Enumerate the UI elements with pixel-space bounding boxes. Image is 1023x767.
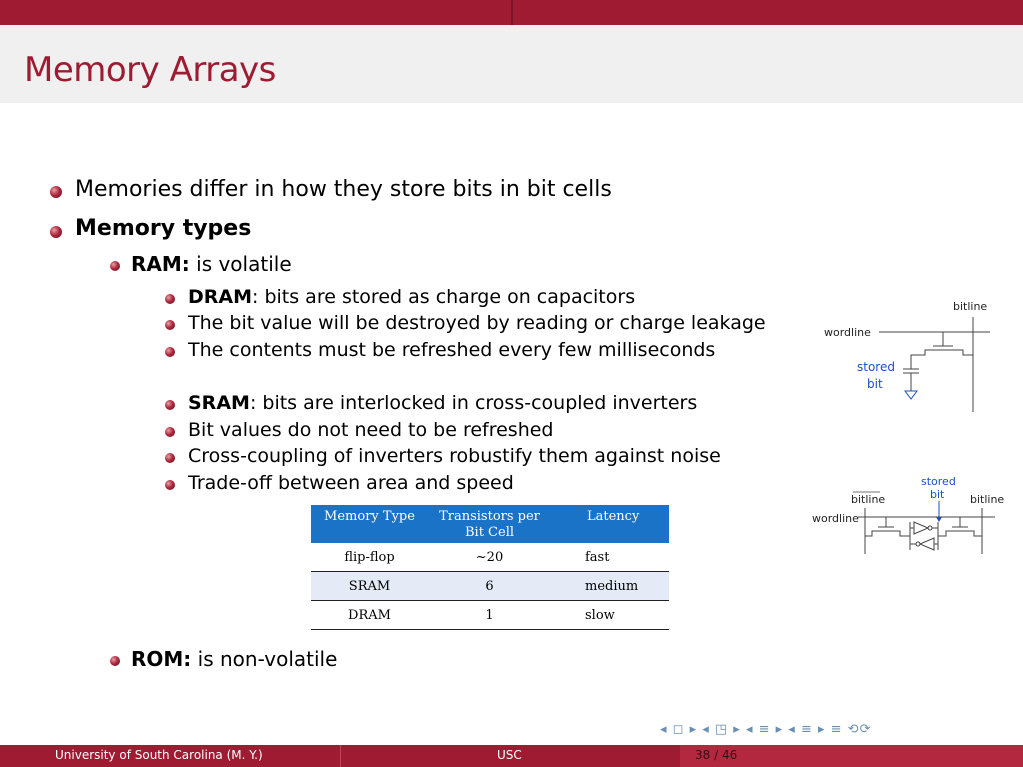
slide-title: Memory Arrays [24, 50, 276, 90]
beamer-navigation-controls[interactable]: ◂ ◻ ▸ ◂ ◳ ▸ ◂ ≡ ▸ ◂ ≡ ▸ ≡ ⟲⟳ [660, 722, 872, 737]
bullet-rom: ROM: is non-volatile [131, 647, 338, 671]
sram-bitline-bar-label: bitline [851, 493, 885, 506]
bullet-dram-refresh: The contents must be refreshed every few… [188, 339, 716, 361]
bullet-marker [165, 347, 175, 357]
sram-bitcell-diagram: stored bit bitline bitline wordline [812, 475, 1004, 554]
dram-stored-label: stored [857, 360, 895, 374]
table-cell: medium [585, 578, 639, 594]
top-bar [0, 0, 1023, 25]
footer-short-title: USC [497, 748, 522, 762]
bullet-dram: DRAM: bits are stored as charge on capac… [188, 286, 636, 308]
bullet-sram-no-refresh: Bit values do not need to be refreshed [188, 419, 554, 441]
table-cell: SRAM [348, 578, 391, 594]
dram-bit-label: bit [867, 377, 883, 391]
table-cell: 6 [485, 578, 494, 594]
footer-page-section: 38 / 46 [680, 745, 1023, 767]
bullet-ram: RAM: is volatile [131, 252, 292, 276]
sram-wordline-label: wordline [812, 512, 859, 525]
footer-institution: University of South Carolina (M. Y.) [55, 748, 263, 762]
table-header-cell: Memory Type [324, 509, 415, 524]
table-header-cell: Latency [587, 509, 640, 524]
bullet-marker [165, 427, 175, 437]
table-cell: fast [585, 549, 610, 565]
table-row: SRAM 6 medium [311, 572, 669, 601]
table-header-row: Memory Type Transistors per Bit Cell Lat… [311, 505, 669, 543]
table-cell: DRAM [348, 607, 391, 623]
bullet-marker [110, 261, 120, 271]
top-bar-divider [511, 0, 513, 25]
bullet-marker [165, 453, 175, 463]
title-bar [0, 25, 1023, 103]
table-cell: slow [585, 607, 615, 623]
table-row: flip-flop ~20 fast [311, 543, 669, 572]
bullet-memories: Memories differ in how they store bits i… [75, 177, 612, 202]
bullet-marker [110, 656, 120, 666]
footer-bar: University of South Carolina (M. Y.) USC… [0, 745, 1023, 767]
bullet-sram-tradeoff: Trade-off between area and speed [188, 472, 514, 494]
bullet-sram: SRAM: bits are interlocked in cross-coup… [188, 392, 698, 414]
page-number: 38 / 46 [695, 748, 738, 762]
bullet-marker [165, 400, 175, 410]
memory-comparison-table: Memory Type Transistors per Bit Cell Lat… [311, 505, 669, 630]
dram-bitline-label: bitline [953, 300, 987, 313]
bullet-marker [165, 294, 175, 304]
bullet-dram-destroyed: The bit value will be destroyed by readi… [188, 312, 766, 334]
table-row: DRAM 1 slow [311, 601, 669, 630]
bullet-memory-types: Memory types [75, 216, 252, 241]
bullet-marker [50, 226, 62, 238]
table-cell: flip-flop [344, 549, 395, 565]
table-cell: 1 [485, 607, 494, 623]
bullet-sram-noise: Cross-coupling of inverters robustify th… [188, 445, 721, 467]
table-cell: ~20 [475, 549, 504, 565]
bullet-marker [165, 320, 175, 330]
sram-bit-label: bit [930, 488, 945, 501]
dram-wordline-label: wordline [824, 326, 871, 339]
bullet-marker [50, 186, 62, 198]
bullet-marker [165, 480, 175, 490]
footer-divider [340, 745, 341, 767]
sram-bitline-label: bitline [970, 493, 1004, 506]
dram-bitcell-diagram: bitline wordline stored bit [824, 300, 990, 412]
table-header-cell: Transistors per Bit Cell [439, 509, 540, 540]
sram-stored-label: stored [921, 475, 956, 488]
